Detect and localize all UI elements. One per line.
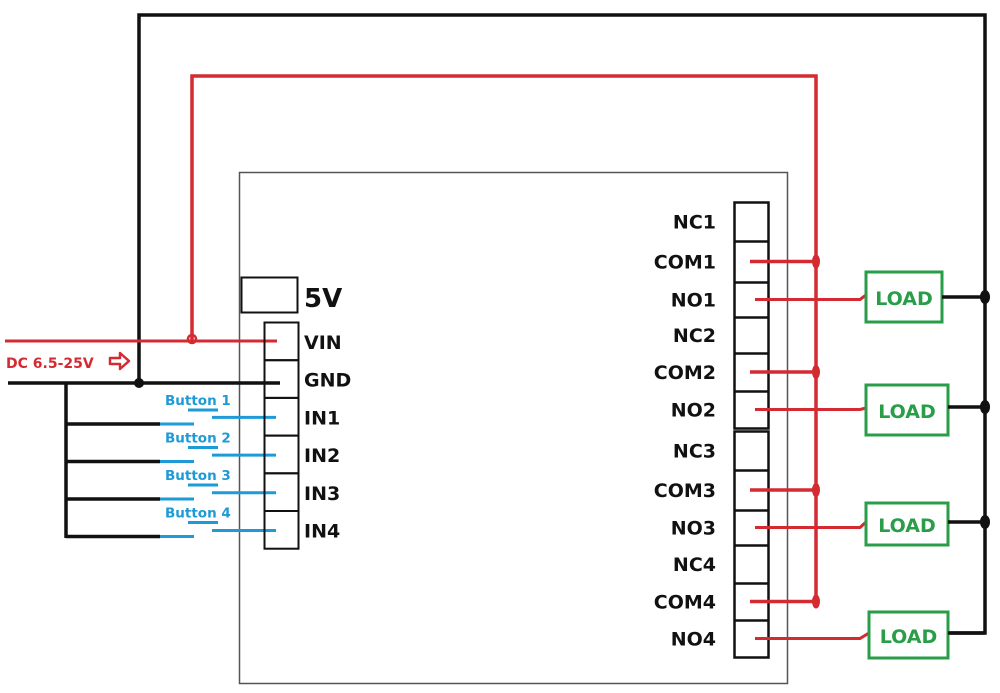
input-pin-label-vin: VIN: [304, 332, 342, 354]
button-label-4: Button 4: [165, 506, 231, 522]
relay-pin-label-com3: COM3: [654, 480, 716, 502]
input-pin-label-in3: IN3: [304, 483, 340, 505]
input-pin-label-in1: IN1: [304, 407, 340, 429]
relay-terminal-block-1: [733, 201, 770, 430]
load-label-3: LOAD: [878, 515, 936, 537]
button-label-3: Button 3: [165, 468, 231, 484]
load-label-1: LOAD: [875, 288, 933, 310]
load-label-4: LOAD: [880, 626, 938, 648]
relay-pin-label-no4: NO4: [671, 629, 716, 651]
relay-pin-label-no1: NO1: [671, 290, 716, 312]
relay-board-outline: [238, 171, 789, 685]
relay-terminal-nc2[interactable]: [736, 319, 766, 351]
com1-junction: [812, 254, 820, 269]
supply-voltage-label: DC 6.5-25V: [6, 356, 94, 372]
input-pin-label-gnd: GND: [304, 370, 351, 392]
load-ground-junction-2: [980, 400, 990, 414]
com3-junction: [812, 483, 820, 497]
ground-wire-loop: [137, 13, 987, 635]
load-box-1: [864, 270, 944, 324]
load-ground-junction-1: [980, 290, 990, 304]
power-wire-loop: [190, 74, 818, 600]
load-box-3: [864, 501, 950, 547]
relay-pin-label-no2: NO2: [671, 400, 716, 422]
button-label-1: Button 1: [165, 393, 231, 409]
relay-pin-label-nc1: NC1: [673, 212, 716, 234]
input-terminal-in4[interactable]: [263, 510, 300, 550]
relay-pin-label-com4: COM4: [654, 592, 716, 614]
5v-jumper[interactable]: [240, 276, 299, 314]
gnd-junction: [134, 378, 144, 388]
vin-junction: [186, 333, 198, 345]
relay-pin-label-nc2: NC2: [673, 325, 716, 347]
button-label-2: Button 2: [165, 431, 231, 447]
load-ground-junction-3: [980, 515, 990, 529]
no3-wire: [755, 520, 868, 529]
no4-wire: [755, 631, 870, 640]
no2-wire: [755, 406, 867, 411]
load-box-2: [864, 383, 950, 437]
com4-junction: [812, 594, 820, 609]
relay-terminal-nc1[interactable]: [736, 204, 766, 239]
right-arrow-icon: [108, 351, 131, 371]
relay-pin-label-com1: COM1: [654, 252, 716, 274]
input-pin-label-in2: IN2: [304, 445, 340, 467]
5v-jumper-label: 5V: [304, 284, 342, 314]
relay-pin-label-nc4: NC4: [673, 554, 716, 576]
relay-pin-label-com2: COM2: [654, 362, 716, 384]
relay-terminal-nc4[interactable]: [736, 547, 766, 581]
relay-terminal-nc3[interactable]: [736, 433, 766, 468]
input-pin-label-in4: IN4: [304, 521, 340, 543]
load-label-2: LOAD: [878, 401, 936, 423]
relay-pin-label-no3: NO3: [671, 518, 716, 540]
load-box-4: [867, 610, 950, 660]
com2-junction: [812, 365, 820, 379]
relay-pin-label-nc3: NC3: [673, 441, 716, 463]
input-terminal-gnd[interactable]: [263, 359, 300, 399]
no1-wire: [755, 293, 867, 301]
